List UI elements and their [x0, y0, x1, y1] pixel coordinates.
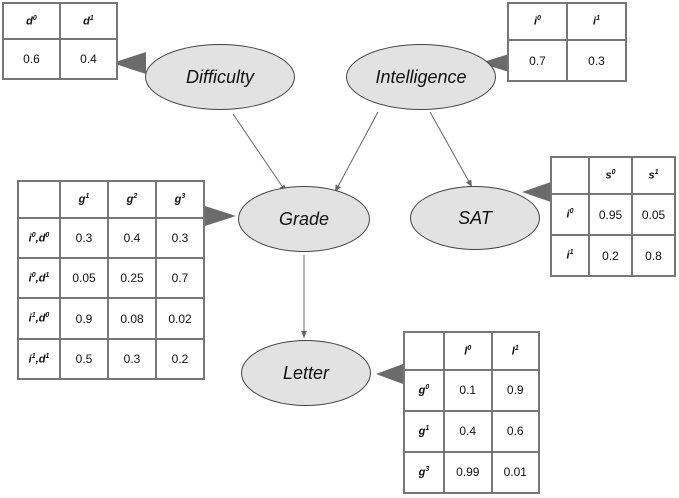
pointer-intelligence [480, 54, 509, 72]
value-cell: 0.4 [59, 38, 118, 80]
value-cell: 0.25 [107, 257, 157, 300]
cpt-sat: s0 s1 i0 0.95 0.05 i1 0.2 0.8 [550, 155, 676, 277]
value-cell: 0.05 [631, 193, 676, 237]
header-cell: l1 [490, 331, 540, 371]
value-cell: 0.8 [631, 234, 676, 277]
value-cell: 0.9 [490, 368, 540, 412]
row-label-cell: g1 [403, 409, 445, 453]
value-cell: 0.95 [588, 193, 633, 237]
value-cell: 0.3 [107, 337, 157, 381]
value-cell: 0.2 [588, 234, 633, 277]
value-cell: 0.3 [59, 216, 109, 260]
node-difficulty-label: Difficulty [185, 66, 254, 87]
row-label-cell: i0,d0 [17, 216, 61, 260]
cpt-difficulty: d0 d1 0.6 0.4 [2, 1, 118, 80]
pointer-sat [522, 182, 551, 202]
header-cell: s1 [631, 155, 676, 196]
row-label-cell: i1,d0 [17, 297, 61, 340]
header-cell: i0 [507, 1, 568, 42]
node-intelligence: Intelligence [346, 44, 496, 110]
cpt-grade: g1 g2 g3 i0,d0 0.3 0.4 0.3 i0,d1 0.05 0.… [17, 180, 205, 381]
value-cell: 0.6 [490, 409, 540, 453]
value-cell: 0.02 [155, 297, 205, 340]
header-cell: s0 [588, 155, 633, 196]
value-cell: 0.01 [490, 450, 540, 495]
edge-intelligence-grade [334, 111, 379, 193]
header-cell: g1 [59, 180, 109, 219]
value-cell: 0.4 [107, 216, 157, 260]
value-cell: 0.6 [2, 38, 61, 80]
row-label-cell: i0 [550, 193, 590, 237]
corner-cell [17, 180, 61, 219]
pointer-difficulty [112, 52, 146, 74]
node-grade: Grade [238, 186, 370, 252]
edge-difficulty-grade [232, 113, 287, 193]
corner-cell [550, 155, 590, 196]
value-cell: 0.7 [507, 39, 568, 82]
row-label-cell: i1 [550, 234, 590, 277]
header-cell: d0 [2, 1, 61, 41]
value-cell: 0.99 [443, 450, 493, 495]
cpt-letter: l0 l1 g0 0.1 0.9 g1 0.4 0.6 g3 0.99 0.01 [403, 331, 540, 495]
node-difficulty: Difficulty [145, 44, 295, 110]
node-letter: Letter [241, 340, 371, 406]
row-label-cell: i0,d1 [17, 257, 61, 300]
pointer-letter [376, 364, 403, 384]
value-cell: 0.08 [107, 297, 157, 340]
cpt-intelligence: i0 i1 0.7 0.3 [507, 1, 627, 82]
header-cell: l0 [443, 331, 493, 371]
row-label-cell: g0 [403, 368, 445, 412]
header-cell: g2 [107, 180, 157, 219]
value-cell: 0.1 [443, 368, 493, 412]
value-cell: 0.9 [59, 297, 109, 340]
corner-cell [403, 331, 445, 371]
value-cell: 0.2 [155, 337, 205, 381]
value-cell: 0.4 [443, 409, 493, 453]
row-label-cell: g3 [403, 450, 445, 495]
node-sat: SAT [410, 186, 540, 250]
value-cell: 0.7 [155, 257, 205, 300]
node-grade-label: Grade [278, 208, 330, 229]
edge-intelligence-sat [429, 111, 473, 188]
pointer-grade [205, 206, 236, 226]
node-intelligence-label: Intelligence [375, 66, 467, 87]
node-sat-label: SAT [458, 207, 492, 228]
header-cell: g3 [155, 180, 205, 219]
value-cell: 0.05 [59, 257, 109, 300]
header-cell: d1 [59, 1, 118, 41]
row-label-cell: i1,d1 [17, 337, 61, 381]
value-cell: 0.5 [59, 337, 109, 381]
node-letter-label: Letter [282, 362, 330, 383]
header-cell: i1 [566, 1, 627, 42]
value-cell: 0.3 [155, 216, 205, 260]
value-cell: 0.3 [566, 39, 627, 82]
